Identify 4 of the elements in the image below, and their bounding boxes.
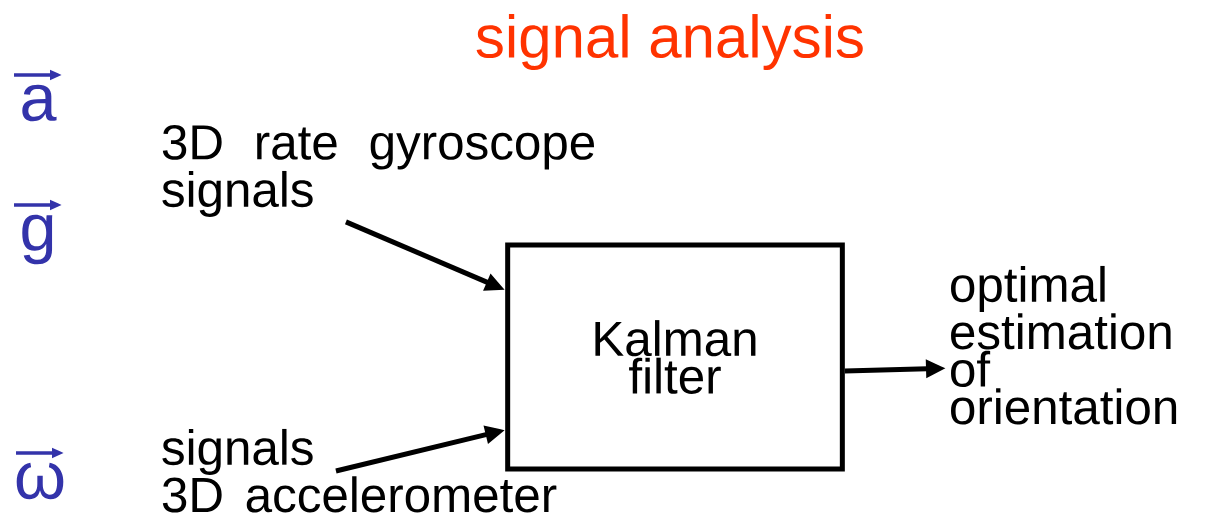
title: signal analysis [476,14,863,70]
process-box: Kalman filter [505,242,845,472]
output-text: optimal estimation of orientation [951,265,1177,425]
input-text: 3D rate gyroscope signals [162,124,594,217]
